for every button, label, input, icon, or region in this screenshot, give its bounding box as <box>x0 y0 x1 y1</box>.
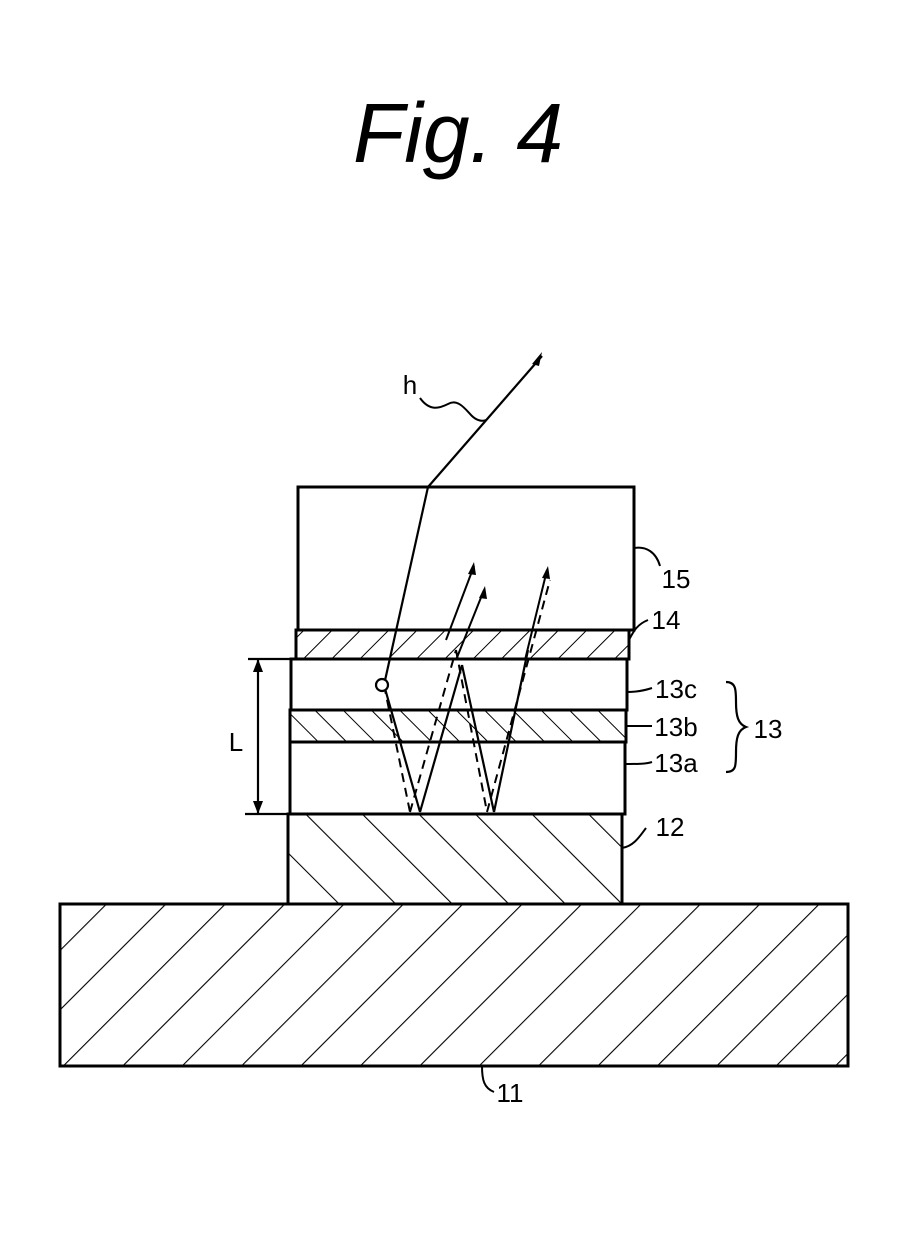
label-13a: 13a <box>654 748 698 778</box>
arrowhead-h <box>532 352 542 366</box>
label-11: 11 <box>497 1078 524 1108</box>
label-13: 13 <box>754 714 783 744</box>
figure-title: Fig. 4 <box>353 86 563 180</box>
leader-12 <box>622 828 646 848</box>
layer-12 <box>288 814 622 904</box>
layer-13b <box>290 710 626 742</box>
leader-11 <box>482 1066 494 1092</box>
label-15: 15 <box>662 564 691 594</box>
cap-15 <box>298 487 634 630</box>
arrow-L-bottom <box>253 801 263 814</box>
layer-13a <box>290 742 625 814</box>
label-14: 14 <box>652 605 681 635</box>
leader-13c <box>627 688 652 692</box>
label-12: 12 <box>656 812 685 842</box>
brace-13 <box>726 682 746 772</box>
leader-15 <box>634 548 660 566</box>
label-13b: 13b <box>654 712 697 742</box>
substrate-11 <box>60 904 848 1066</box>
leader-h <box>420 398 486 421</box>
label-L: L <box>229 727 243 757</box>
label-h: h <box>403 370 417 400</box>
leader-13a <box>626 762 652 764</box>
point-o <box>376 679 388 691</box>
dimension-L <box>245 659 291 814</box>
label-13c: 13c <box>655 674 697 704</box>
arrow-L-top <box>253 659 263 672</box>
